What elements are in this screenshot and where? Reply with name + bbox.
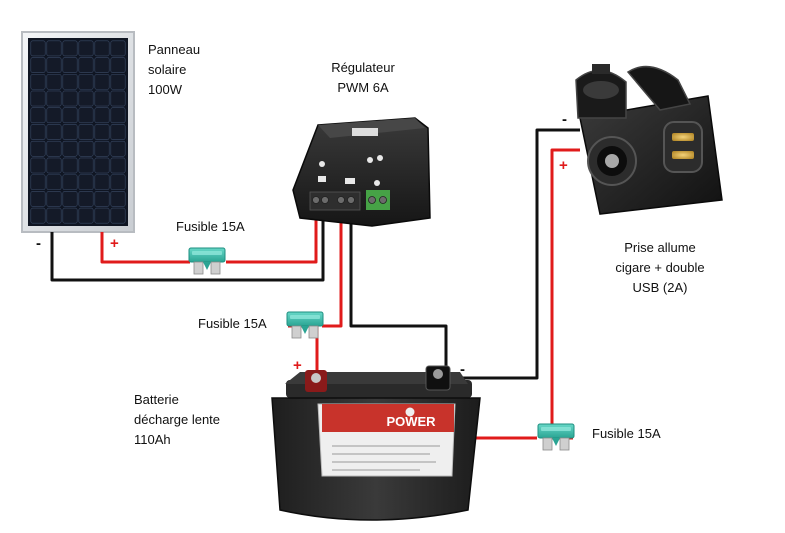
solar-cell [46, 40, 62, 57]
outlet-label: Prise allume cigare + double USB (2A) [615, 240, 705, 295]
battery-icon: POWER [271, 365, 481, 521]
solar-cell [62, 207, 78, 224]
solar-cell [94, 40, 110, 57]
solar-panel-label: Panneau solaire 100W [148, 42, 201, 97]
solar-cell [78, 207, 94, 224]
solar-cell [62, 73, 78, 90]
solar-cell [62, 40, 78, 57]
fuse-outlet-icon [537, 423, 575, 451]
solar-cell [62, 57, 78, 73]
solar-cell [110, 207, 126, 224]
solar-cell [94, 73, 110, 90]
wire-battery-regulator-negative [349, 198, 448, 376]
solar-cell [78, 157, 94, 174]
solar-cell [78, 73, 94, 90]
solar-cell [46, 174, 62, 191]
solar-cell [30, 157, 46, 174]
solar-cell [46, 124, 62, 140]
solar-cell [94, 157, 110, 174]
solar-cell [78, 174, 94, 191]
solar-cell [62, 191, 78, 207]
solar-cell [94, 174, 110, 191]
charge-controller-icon [292, 117, 431, 227]
solar-cell [62, 174, 78, 191]
regulator-label: Régulateur PWM 6A [331, 60, 395, 95]
cigarette-lighter-usb-socket-icon [575, 64, 723, 215]
solar-cell [46, 157, 62, 174]
solar-cell [62, 157, 78, 174]
fuse-solar-label: Fusible 15A [176, 219, 245, 234]
solar-cell [94, 140, 110, 157]
solar-cell [62, 90, 78, 107]
solar-cell [94, 57, 110, 73]
solar-cell [110, 140, 126, 157]
solar-cell [94, 90, 110, 107]
solar-cell [46, 207, 62, 224]
solar-cell [46, 140, 62, 157]
solar-cell [30, 124, 46, 140]
outlet-plus-mark: + [559, 157, 568, 174]
solar-cell [78, 57, 94, 73]
solar-cell [110, 73, 126, 90]
battery-brand: POWER [386, 414, 436, 429]
solar-minus-mark: - [36, 235, 41, 252]
solar-cell [110, 90, 126, 107]
solar-cell [78, 124, 94, 140]
solar-cell [110, 57, 126, 73]
solar-cell [78, 40, 94, 57]
solar-cell [30, 140, 46, 157]
solar-cell [30, 207, 46, 224]
fuse-solar-icon [188, 247, 226, 275]
battery-minus-mark: - [460, 361, 465, 378]
solar-cell [46, 73, 62, 90]
solar-plus-mark: + [110, 235, 119, 252]
wire-battery-outlet-negative [446, 128, 580, 380]
solar-panel-icon [21, 31, 135, 233]
wire-solar-negative [50, 198, 325, 282]
solar-cell [110, 157, 126, 174]
solar-cell [30, 40, 46, 57]
solar-cell [94, 207, 110, 224]
fuse-battery-label: Fusible 15A [198, 316, 267, 331]
solar-cell [94, 191, 110, 207]
solar-cell [46, 191, 62, 207]
solar-cell [30, 73, 46, 90]
solar-cell [78, 140, 94, 157]
fuse-battery-icon [286, 311, 324, 339]
solar-cell [30, 90, 46, 107]
battery-plus-mark: + [293, 357, 302, 374]
solar-cell [30, 174, 46, 191]
solar-cell [110, 107, 126, 124]
outlet-minus-mark: - [562, 111, 567, 128]
solar-cell [94, 107, 110, 124]
solar-cell [62, 140, 78, 157]
solar-cell [110, 174, 126, 191]
solar-cell [78, 90, 94, 107]
solar-cell [30, 191, 46, 207]
solar-cell [110, 124, 126, 140]
solar-cell [110, 40, 126, 57]
solar-cell [78, 191, 94, 207]
solar-cell [110, 191, 126, 207]
fuse-outlet-label: Fusible 15A [592, 426, 661, 441]
solar-cell [30, 57, 46, 73]
solar-cell [62, 107, 78, 124]
solar-cell [46, 107, 62, 124]
solar-cell [78, 107, 94, 124]
battery-label: Batterie décharge lente 110Ah [134, 392, 221, 447]
solar-cell [46, 90, 62, 107]
solar-cell [30, 107, 46, 124]
solar-cell [62, 124, 78, 140]
solar-cell [46, 57, 62, 73]
solar-cell [94, 124, 110, 140]
